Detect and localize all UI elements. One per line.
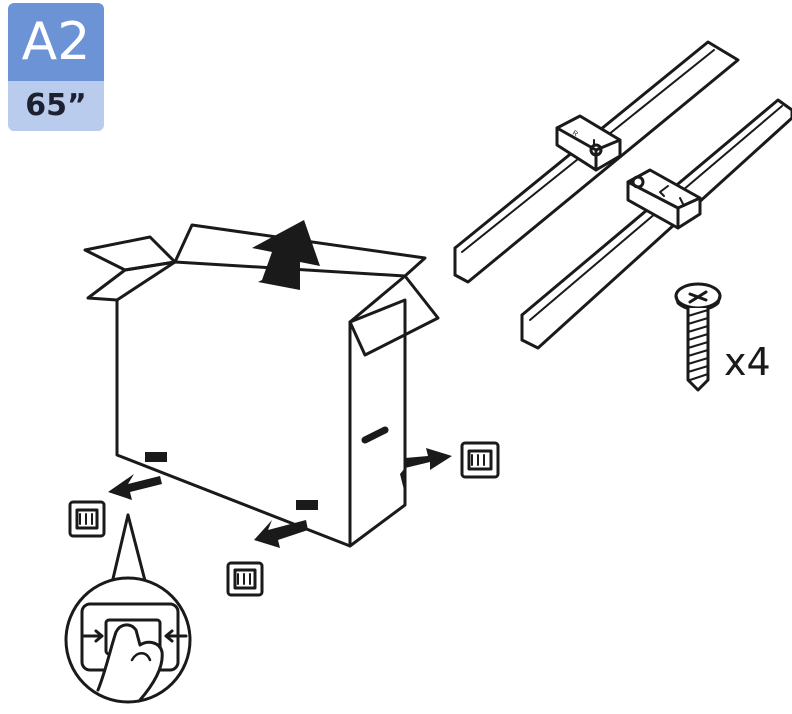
squeeze-arrow-left-icon (82, 629, 104, 643)
svg-text:R: R (571, 130, 579, 139)
squeeze-arrow-right-icon (164, 629, 188, 643)
model-label: A2 (8, 3, 104, 81)
clip-slot-front (296, 500, 318, 510)
zoom-callout (64, 513, 192, 704)
clip-icon-front (226, 561, 264, 597)
screen-size-label: 65” (8, 81, 104, 131)
tv-box (83, 223, 440, 548)
screw-quantity: x4 (724, 340, 771, 384)
screw-icon (674, 282, 722, 392)
stand-leg-left (520, 98, 792, 350)
clip-icon-left (68, 500, 106, 538)
lift-up-arrow-icon (252, 220, 320, 290)
box-flap-left-top (83, 235, 177, 272)
hand-hole (361, 426, 389, 444)
box-flap-right (348, 274, 440, 357)
arrow-left-icon (108, 474, 162, 500)
model-badge: A2 65” (8, 3, 104, 131)
hand-icon (96, 623, 164, 702)
clip-icon-right (460, 441, 500, 479)
clip-slot-left (145, 452, 167, 462)
arrow-front-icon (254, 520, 308, 548)
arrow-right-icon (405, 448, 452, 470)
clip-removal-arrows (108, 448, 452, 548)
stand-leg-right: R (453, 40, 740, 284)
